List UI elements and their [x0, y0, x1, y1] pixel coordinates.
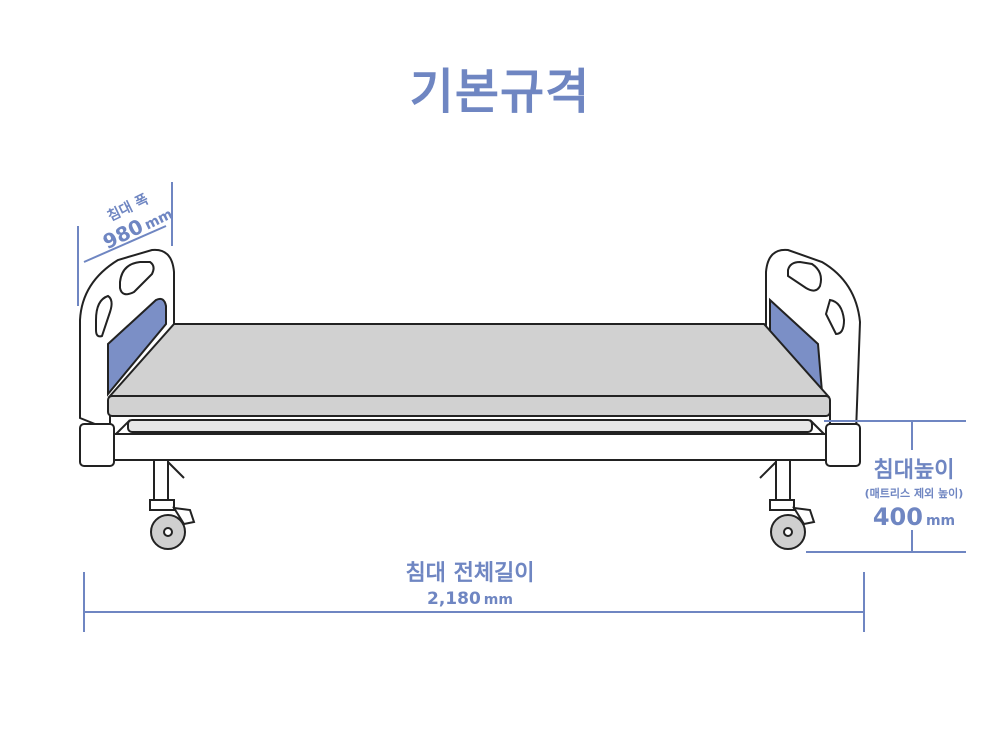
headboard-left: [79, 248, 175, 432]
height-note: (매트리스 제외 높이): [864, 487, 964, 500]
width-dimension-line: [77, 182, 173, 306]
length-label-text: 침대 전체길이: [405, 561, 535, 586]
headboard-right: [765, 248, 862, 433]
bed-frame: [79, 419, 861, 467]
mattress: [107, 323, 831, 417]
height-unit: mm: [925, 513, 956, 529]
height-dimension-line: [806, 420, 966, 553]
length-value: 2,180: [427, 589, 481, 609]
bed-legs: [153, 459, 791, 507]
height-value: 400: [872, 503, 923, 531]
height-label-text: 침대높이: [873, 458, 955, 483]
caster-right: [769, 499, 816, 550]
caster-left: [149, 499, 196, 550]
length-unit: mm: [483, 592, 513, 608]
page-title: 기본규격: [409, 64, 591, 120]
length-dimension-line: [83, 572, 865, 632]
